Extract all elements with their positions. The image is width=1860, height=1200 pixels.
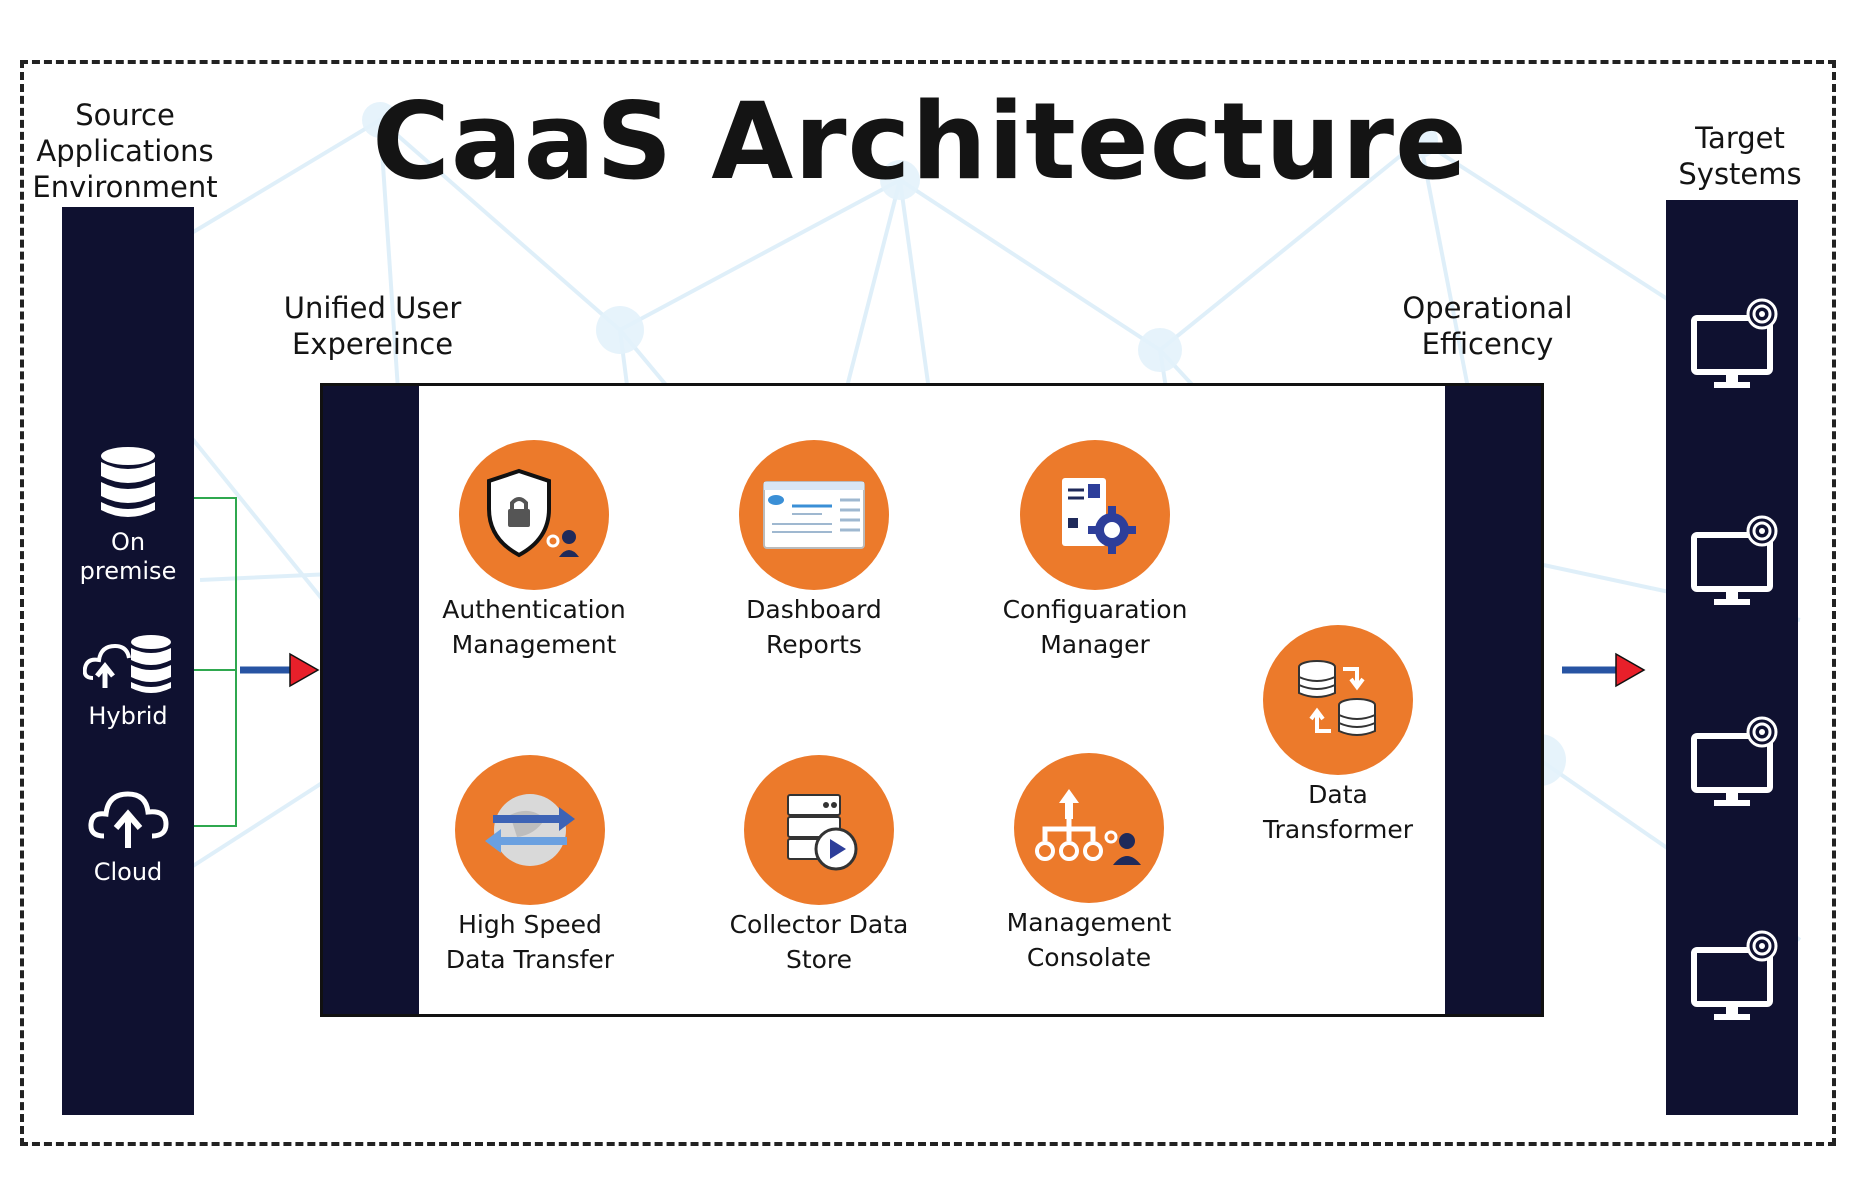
output-arrow bbox=[1562, 652, 1646, 688]
target-column bbox=[1666, 200, 1798, 1115]
source-cloud: Cloud bbox=[62, 786, 194, 887]
monitor-icon bbox=[1691, 930, 1778, 1020]
config-gear-icon bbox=[1062, 478, 1136, 554]
hierarchy-admin-icon bbox=[1035, 789, 1141, 865]
unified-experience-label: Unified User Expereince bbox=[283, 291, 462, 361]
database-icon bbox=[101, 447, 155, 517]
module-configuration-manager: Configuaration Manager bbox=[975, 440, 1215, 660]
shield-lock-icon bbox=[487, 468, 579, 558]
right-panel-bar bbox=[1445, 386, 1541, 1014]
server-play-icon bbox=[787, 794, 858, 871]
cloud-upload-icon bbox=[88, 791, 169, 848]
target-label: Target Systems bbox=[1678, 121, 1802, 191]
monitor-icon bbox=[1691, 298, 1778, 388]
monitor-icon bbox=[1691, 515, 1778, 605]
module-high-speed-data-transfer: High Speed Data Transfer bbox=[410, 755, 650, 975]
input-bracket-arrow bbox=[194, 497, 320, 827]
diagram-frame bbox=[20, 60, 1836, 1146]
module-management-console: Management Consolate bbox=[969, 753, 1209, 973]
left-panel-bar bbox=[323, 386, 419, 1014]
database-swap-icon bbox=[1298, 660, 1376, 736]
monitor-icon bbox=[1691, 716, 1778, 806]
cloud-database-icon bbox=[83, 635, 171, 693]
dashboard-icon bbox=[763, 481, 865, 549]
diagram-title: CaaS Architecture bbox=[372, 80, 1468, 203]
source-on-premise: On premise bbox=[62, 446, 194, 586]
globe-transfer-icon bbox=[485, 794, 575, 866]
module-data-transformer: Data Transformer bbox=[1218, 625, 1458, 845]
module-authentication-management: Authentication Management bbox=[414, 440, 654, 660]
module-dashboard-reports: Dashboard Reports bbox=[694, 440, 934, 660]
source-hybrid: Hybrid bbox=[62, 632, 194, 731]
source-column bbox=[62, 207, 194, 1115]
module-collector-data-store: Collector Data Store bbox=[699, 755, 939, 975]
operational-efficiency-label: Operational Efficency bbox=[1402, 291, 1573, 361]
source-label: Source Applications Environment bbox=[32, 98, 218, 204]
